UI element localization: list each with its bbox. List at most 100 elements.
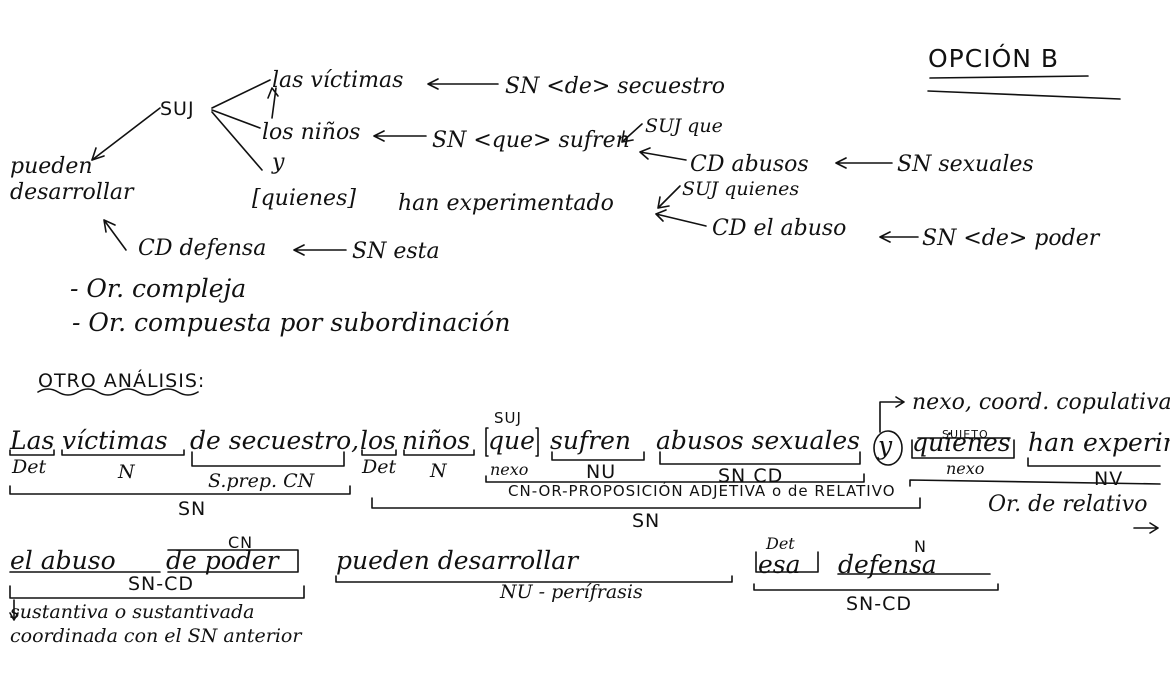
branch-quienes	[211, 111, 263, 171]
r2-note-sustantiva: sustantiva o sustantivada	[10, 601, 255, 623]
r2-label-sn-cd1: SN-CD	[128, 573, 195, 595]
tree-ninos-mod: SN <que> sufren	[432, 128, 630, 153]
r1-word-las: Las	[10, 426, 55, 455]
r2-word-esa: esa	[758, 550, 801, 579]
r1-label-n2: N	[430, 460, 447, 482]
br-los	[361, 449, 397, 456]
r1-label-spep: S.prep. CN	[208, 470, 315, 492]
r1-label-or-rel: Or. de relativo	[988, 492, 1148, 517]
arrow-nexo-coord	[879, 396, 905, 433]
arrow-cd-abusos	[639, 147, 687, 161]
r1-label-sujeto: SUJETO	[942, 428, 989, 441]
br-nu-perif	[335, 575, 733, 583]
r1-word-y: y	[878, 431, 893, 460]
circle-y	[873, 430, 903, 466]
r2-label-det: Det	[766, 534, 795, 553]
r1-label-nexo-coord: nexo, coord. copulativa	[912, 390, 1170, 415]
tree-verb-line1: pueden	[10, 154, 93, 179]
title-underline-2	[927, 90, 1121, 100]
tree-suj-que: SUJ que	[645, 115, 723, 137]
br-que	[485, 427, 539, 457]
tree-defensa-mod: SN esta	[352, 239, 440, 264]
arrow-cd-abuso	[655, 209, 707, 227]
arrow-suj-to-verb	[91, 107, 161, 161]
r1-label-det2: Det	[362, 456, 397, 478]
tree-quienes: [quienes]	[252, 186, 356, 211]
note-marker	[9, 599, 19, 621]
r1-word-los: los	[360, 426, 396, 455]
arrow-defensa-mod	[293, 244, 347, 256]
r1-word-victimas: víctimas	[62, 426, 168, 455]
box-de-poder	[167, 549, 299, 573]
tree-victimas-mod: SN <de> secuestro	[505, 74, 725, 99]
note-compuesta: - Or. compuesta por subordinación	[72, 308, 511, 337]
r1-label-sn-cd: SN CD	[718, 465, 784, 487]
br-abusos	[659, 451, 861, 465]
r1-label-nu1: NU	[586, 461, 617, 483]
title-underline-1	[929, 75, 1089, 79]
br-quienes	[911, 439, 1015, 459]
r2-word-el-abuso: el abuso	[10, 546, 116, 575]
r1-label-cn-or: CN-OR-PROPOSICIÓN ADJETIVA o de RELATIVO	[508, 482, 896, 500]
arrow-cd-defensa	[103, 219, 127, 251]
r2-note-coordinada: coordinada con el SN anterior	[10, 625, 302, 647]
tree-victimas: las víctimas	[272, 68, 404, 93]
br-las	[9, 449, 55, 456]
arrow-abusos-mod	[835, 157, 893, 169]
r1-word-que: que	[488, 426, 535, 455]
br-sn1	[9, 485, 351, 495]
r1-label-sn2: SN	[632, 510, 661, 532]
br-de-secuestro	[191, 451, 345, 467]
box-esa	[755, 551, 819, 573]
tree-han-exp: han experimentado	[398, 191, 614, 216]
r1-word-abusos-sexuales: abusos sexuales	[656, 426, 861, 455]
r2-label-n: N	[914, 537, 927, 556]
r2-word-defensa: defensa	[838, 550, 937, 579]
tree-suj-label: SUJ	[160, 98, 195, 120]
arrow-suj-que	[621, 123, 643, 143]
r2-label-sn-cd2: SN-CD	[846, 593, 913, 615]
r2-word-de-poder: de poder	[166, 546, 279, 575]
tree-abusos-mod: SN sexuales	[897, 152, 1034, 177]
branch-mark-1	[267, 87, 279, 119]
tree-abuso-mod: SN <de> poder	[922, 226, 1100, 251]
br-victimas	[61, 449, 185, 456]
tree-suj-quienes: SUJ quienes	[682, 178, 800, 200]
option-title: OPCIÓN B	[928, 44, 1060, 73]
tree-ninos: los niños	[262, 120, 361, 145]
br-ninos	[403, 449, 475, 456]
br-sn-cd2	[753, 583, 999, 591]
arrow-suj-quienes	[657, 185, 681, 209]
r2-label-cn: CN	[228, 533, 254, 552]
tree-cd-abusos: CD abusos	[690, 152, 809, 177]
branch-ninos	[211, 109, 261, 129]
arrow-victimas	[427, 78, 499, 90]
otro-underline	[37, 388, 199, 396]
arrowhead-suj	[91, 147, 105, 161]
tree-cd-defensa: CD defensa	[138, 236, 267, 261]
arrow-ninos	[373, 130, 427, 142]
r1-label-nexo1: nexo	[490, 460, 529, 479]
r1-word-quienes: quienes	[912, 428, 1011, 457]
branch-victimas	[211, 79, 271, 109]
br-han-exp	[1027, 457, 1161, 467]
note-compleja: - Or. compleja	[70, 274, 247, 303]
br-sufren	[551, 451, 645, 461]
r1-word-han-experimen: han experimen	[1028, 428, 1170, 457]
r1-label-n1: N	[118, 461, 135, 483]
r1-label-sn1: SN	[178, 498, 207, 520]
r2-word-pueden-desarrollar: pueden desarrollar	[336, 546, 579, 575]
tree-verb-line2: desarrollar	[10, 180, 134, 205]
tree-cd-abuso: CD el abuso	[712, 216, 847, 241]
r1-word-sufren: sufren	[550, 426, 632, 455]
br-sn2	[371, 497, 921, 509]
r2-label-nu-perif: NU - perífrasis	[500, 581, 643, 603]
r1-label-suj: SUJ	[494, 409, 522, 427]
r1-label-nexo2: nexo	[946, 459, 985, 478]
tree-y: y	[272, 150, 285, 175]
br-sn-cd1	[9, 585, 305, 599]
otro-title: OTRO ANÁLISIS:	[38, 370, 206, 392]
r1-label-det1: Det	[12, 456, 47, 478]
